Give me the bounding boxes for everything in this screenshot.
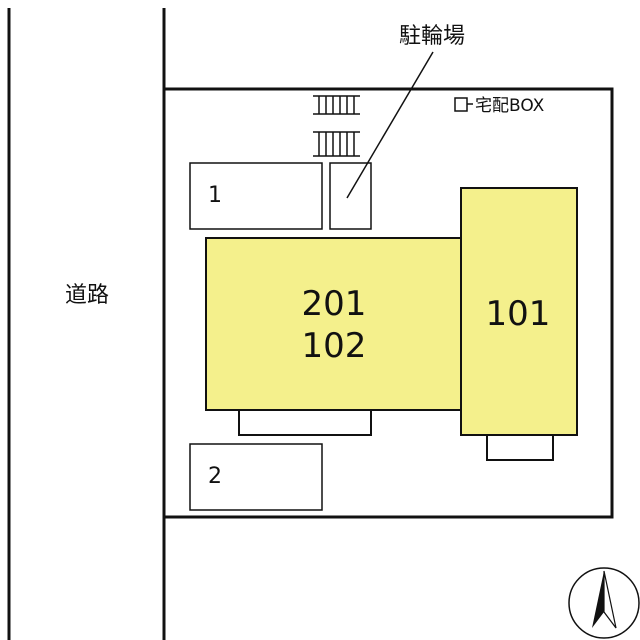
road-label: 道路 [65,283,109,308]
building-main [205,237,463,411]
site-boundary [162,87,614,519]
building-main-balcony [238,409,372,436]
delivery-box-label: 宅配BOX [475,96,545,116]
north-arrow-icon [568,567,640,639]
building-side-balcony [486,434,554,461]
bicycle-parking-area [329,162,372,230]
unit-label-102: 102 [302,326,367,366]
unit-label-101: 101 [486,294,551,334]
parking-space-1-label: 1 [208,183,222,208]
stairs-upper [313,95,360,115]
building-side [460,187,578,436]
parking-space-2 [189,443,323,511]
stairs-lower [313,131,360,157]
unit-label-201: 201 [302,284,367,324]
box-icon [454,97,473,112]
bicycle-parking-label: 駐輪場 [399,24,465,49]
bicycle-parking-leader [346,51,434,199]
parking-space-2-label: 2 [208,464,222,489]
parking-space-1 [189,162,323,230]
